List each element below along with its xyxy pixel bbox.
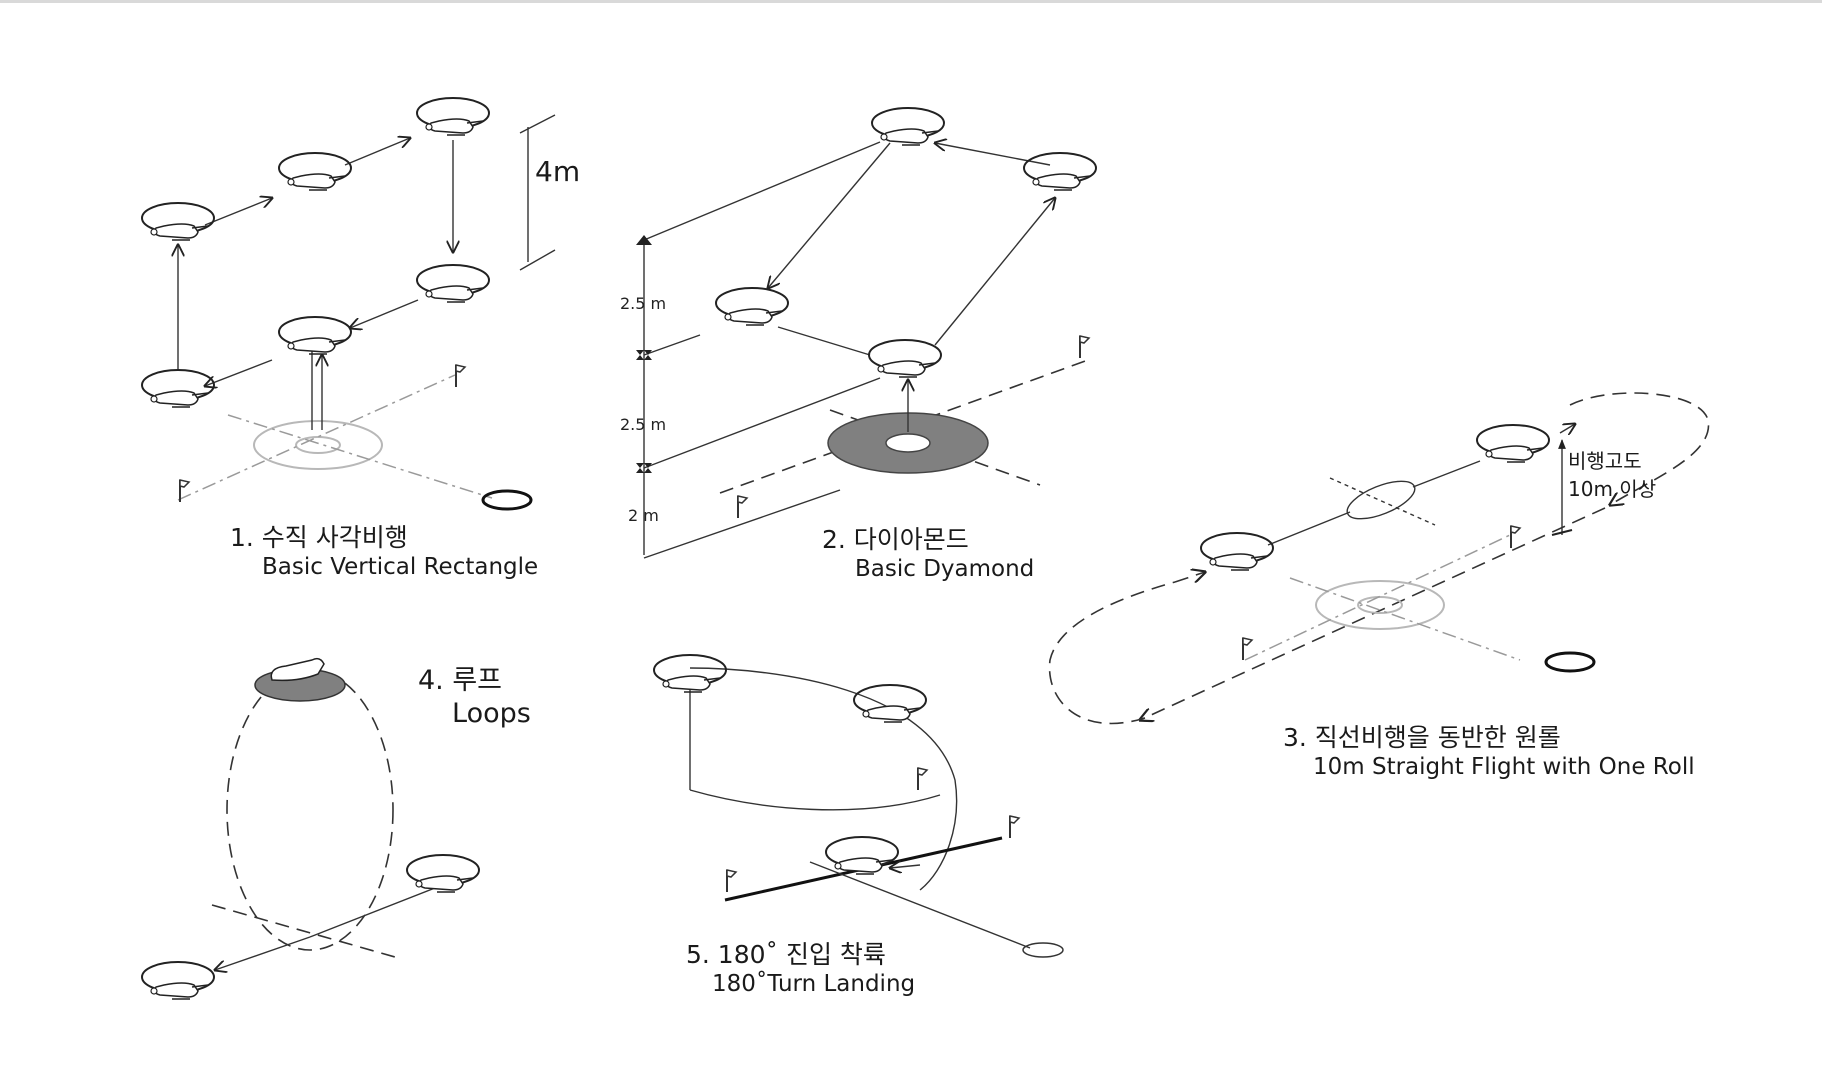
helicopter-icon (868, 339, 942, 378)
maneuver-2-title-en: Basic Dyamond (855, 556, 1035, 582)
height-label: 4m (535, 155, 581, 188)
helicopter-icon (416, 97, 490, 136)
target-circle-icon (481, 489, 533, 511)
height-label: 2 m (628, 506, 659, 525)
maneuver-1-title-ko: 1. 수직 사각비행 (230, 523, 408, 552)
flag-icon (1009, 815, 1020, 839)
arrow-icon (1174, 572, 1205, 582)
maneuver-2-title-ko: 2. 다이아몬드 (822, 525, 969, 554)
maneuver-5-180-turn-landing (653, 654, 1064, 958)
helicopter-icon (141, 961, 215, 1000)
helicopter-icon (715, 287, 789, 326)
arrow-icon (935, 143, 1051, 166)
maneuver-1-vertical-rectangle (141, 97, 556, 511)
dimension-line (519, 249, 556, 271)
path-line (1267, 511, 1351, 546)
helicopter-icon (270, 657, 325, 682)
approach-path (689, 667, 958, 891)
maneuver-5-title-en: 180˚Turn Landing (712, 971, 916, 997)
roll-icon (1346, 480, 1416, 520)
maneuver-4-title-en: Loops (452, 698, 531, 729)
top-border (0, 0, 1822, 3)
arrow-icon (934, 198, 1055, 346)
ground-axis (177, 374, 456, 501)
ground-axis (1289, 577, 1521, 661)
arrow-icon (768, 142, 891, 288)
return-path (1140, 507, 1606, 720)
target-circle-icon (1022, 942, 1064, 958)
helicopter-icon (406, 854, 480, 893)
maneuver-3-straight-roll (1048, 392, 1710, 725)
dimension-line (643, 377, 881, 469)
flag-icon (455, 364, 466, 388)
landing-pad-icon (827, 412, 989, 474)
ground-axis (1244, 534, 1511, 661)
height-label: 2.5 m (620, 294, 667, 313)
arrow-icon (1559, 424, 1575, 433)
arrow-icon (204, 198, 272, 226)
arrow-icon (890, 865, 921, 868)
landing-pad-icon (253, 420, 383, 470)
helicopter-icon (653, 654, 727, 693)
flag-icon (1510, 525, 1521, 549)
maneuver-5-title-ko: 5. 180˚ 진입 착륙 (686, 940, 886, 969)
path-line (309, 885, 441, 938)
altitude-label: 비행고도 (1568, 449, 1642, 473)
helicopter-icon (141, 202, 215, 241)
roll-axis (1329, 477, 1436, 526)
arrow-icon (215, 936, 311, 970)
target-circle-icon (1544, 651, 1596, 673)
helicopter-icon (278, 152, 352, 191)
maneuver-1-title-en: Basic Vertical Rectangle (262, 554, 539, 580)
loop-path (226, 669, 394, 951)
maneuver-4-title-ko: 4. 루프 (418, 665, 503, 696)
maneuver-4-loops (141, 657, 480, 1000)
ground-axis (227, 414, 493, 499)
dimension-line (519, 114, 556, 134)
arrow-icon (205, 359, 273, 386)
return-path (1048, 581, 1176, 725)
maneuver-3-title-en: 10m Straight Flight with One Roll (1313, 754, 1695, 780)
altitude-line (1551, 529, 1573, 536)
maneuver-2-diamond (636, 107, 1097, 559)
ground-axis (809, 861, 1031, 949)
helicopter-icon (853, 684, 927, 723)
flag-icon (917, 767, 928, 791)
flag-icon (1079, 335, 1090, 359)
helicopter-icon (278, 316, 352, 355)
ground-axis (211, 904, 396, 958)
helicopter-icon (1200, 532, 1274, 571)
dimension-line (643, 489, 841, 559)
dimension-arrows (636, 235, 652, 473)
flag-icon (737, 495, 748, 519)
approach-path (689, 789, 941, 811)
helicopter-icon (871, 107, 945, 146)
helicopter-icon (1023, 152, 1097, 191)
arrow-icon (344, 138, 410, 166)
dimension-line (643, 334, 701, 356)
helicopter-icon (1476, 424, 1550, 463)
helicopter-icon (416, 264, 490, 303)
path-line (1412, 460, 1481, 488)
height-label: 2.5 m (620, 415, 667, 434)
return-path (1569, 392, 1710, 505)
helicopter-icon (825, 836, 899, 875)
altitude-label: 10m 이상 (1568, 477, 1657, 501)
arrow-icon (350, 299, 419, 328)
dimension-line (643, 141, 881, 241)
flag-icon (726, 869, 737, 893)
maneuver-3-title-ko: 3. 직선비행을 동반한 원롤 (1283, 723, 1561, 752)
landing-pad-icon (1315, 580, 1445, 630)
helicopter-icon (141, 369, 215, 408)
path-line (777, 326, 871, 356)
